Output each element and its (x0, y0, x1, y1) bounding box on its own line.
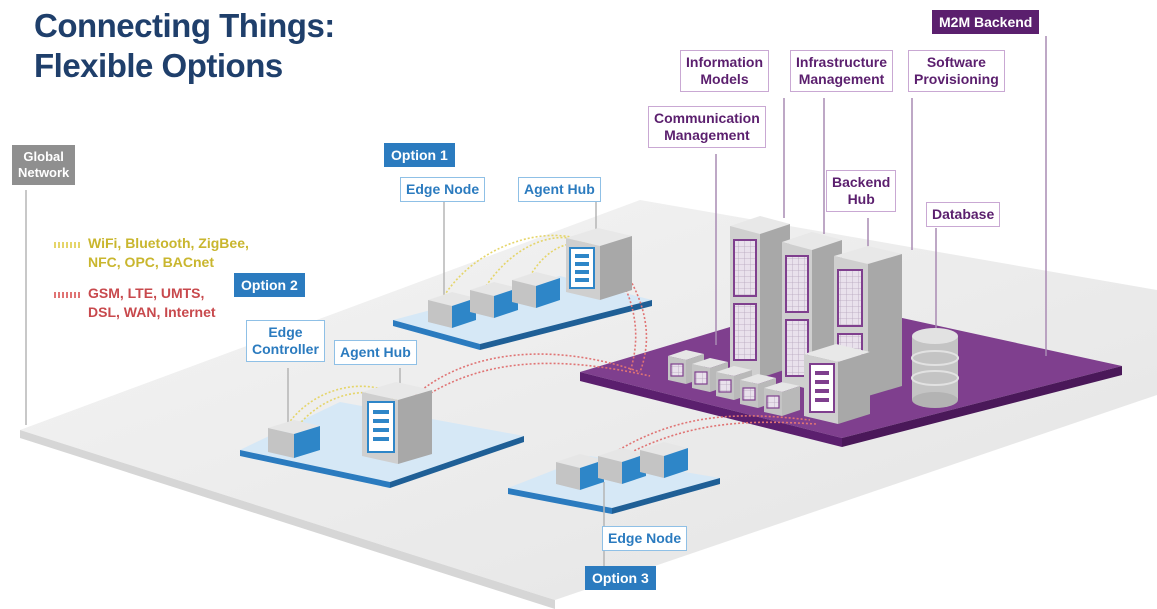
legend-long-range-line1: GSM, LTE, UMTS, (88, 285, 205, 301)
edge-node-box-icon (764, 382, 800, 416)
option3-tag: Option 3 (585, 566, 656, 590)
long-range-link (413, 362, 651, 405)
option1-platform-edge (393, 320, 480, 350)
communication-management-label: Communication Management (648, 106, 766, 148)
infrastructure-management-line2: Management (798, 71, 885, 87)
option1-edge-node-label: Edge Node (400, 177, 486, 202)
option1-edge-nodes (428, 272, 560, 328)
short-range-link (443, 234, 597, 297)
option2-platform-edge-right (390, 436, 524, 488)
legend-long-range: GSM, LTE, UMTS, DSL, WAN, Internet (88, 284, 216, 322)
edge-node-box-icon (640, 442, 688, 478)
edge-node-box-icon (598, 448, 646, 484)
long-range-link (411, 353, 641, 399)
backend-hub-line2: Hub (847, 191, 875, 207)
infrastructure-management-label: Infrastructure Management (790, 50, 894, 92)
edge-controller-line1: Edge (268, 324, 303, 340)
backend-rack-3 (834, 246, 902, 396)
infrastructure-management-line1: Infrastructure (796, 54, 888, 70)
backend-leader-lines (715, 36, 1047, 356)
option2-tag: Option 2 (234, 273, 305, 297)
option1-platform-edge-right (480, 300, 652, 350)
leader-lines (25, 190, 605, 566)
m2m-backend-tag: M2M Backend (932, 10, 1040, 34)
global-network-tag: Global Network (12, 145, 76, 185)
edge-node-box-icon (268, 420, 320, 458)
long-range-link (619, 421, 817, 459)
global-network-line1: Global (23, 149, 64, 164)
option2-platform-edge (240, 450, 390, 488)
backend-hub-line1: Backend (832, 174, 891, 190)
edge-node-box-icon (512, 272, 560, 308)
long-range-link (603, 251, 637, 373)
backend-rack-1 (730, 216, 790, 378)
database-label: Database (926, 202, 1001, 227)
communication-boxes (668, 350, 800, 416)
long-range-link (611, 415, 811, 455)
software-provisioning-label: Software Provisioning (908, 50, 1005, 92)
global-network-line2: Network (18, 165, 70, 180)
legend-short-range-line2: NFC, OPC, BACnet (88, 254, 214, 270)
page-title-line1: Connecting Things: (34, 7, 335, 44)
legend-short-range: WiFi, Bluetooth, ZigBee, NFC, OPC, BACne… (88, 234, 249, 272)
legend-short-range-line1: WiFi, Bluetooth, ZigBee, (88, 235, 249, 251)
backend-platform-edge-right (842, 366, 1122, 447)
information-models-line2: Models (700, 71, 749, 87)
communication-management-line1: Communication (654, 110, 760, 126)
option2-agent-hub-label: Agent Hub (334, 340, 417, 365)
floor-platform-edge (20, 430, 555, 609)
short-range-swatch (54, 242, 80, 248)
option1-agent-hub-label: Agent Hub (518, 177, 601, 202)
information-models-label: Information Models (680, 50, 769, 92)
edge-node-box-icon (556, 454, 604, 490)
page-title-line2: Flexible Options (34, 47, 283, 84)
backend-platform-edge (580, 372, 842, 447)
edge-controller-line2: Controller (252, 341, 319, 357)
option3-edge-nodes (556, 442, 688, 490)
long-range-links (411, 249, 817, 459)
backend-hub-label: Backend Hub (826, 170, 897, 212)
long-range-swatch (54, 292, 80, 298)
communication-management-line2: Management (664, 127, 750, 143)
information-models-line1: Information (686, 54, 763, 70)
database-cylinder-icon (911, 328, 959, 408)
option3-platform-edge (508, 488, 612, 514)
option3-edge-node-label: Edge Node (602, 526, 688, 551)
option2-edge-controller-label: Edge Controller (246, 320, 325, 362)
option3-platform-edge-right (612, 478, 720, 514)
legend-long-range-line2: DSL, WAN, Internet (88, 304, 216, 320)
option1-tag: Option 1 (384, 143, 455, 167)
software-provisioning-line2: Provisioning (914, 71, 999, 87)
software-provisioning-line1: Software (926, 54, 986, 70)
server-rack-icon (362, 382, 432, 464)
server-rack-icon (566, 228, 632, 300)
server-rack-icon (804, 344, 870, 424)
